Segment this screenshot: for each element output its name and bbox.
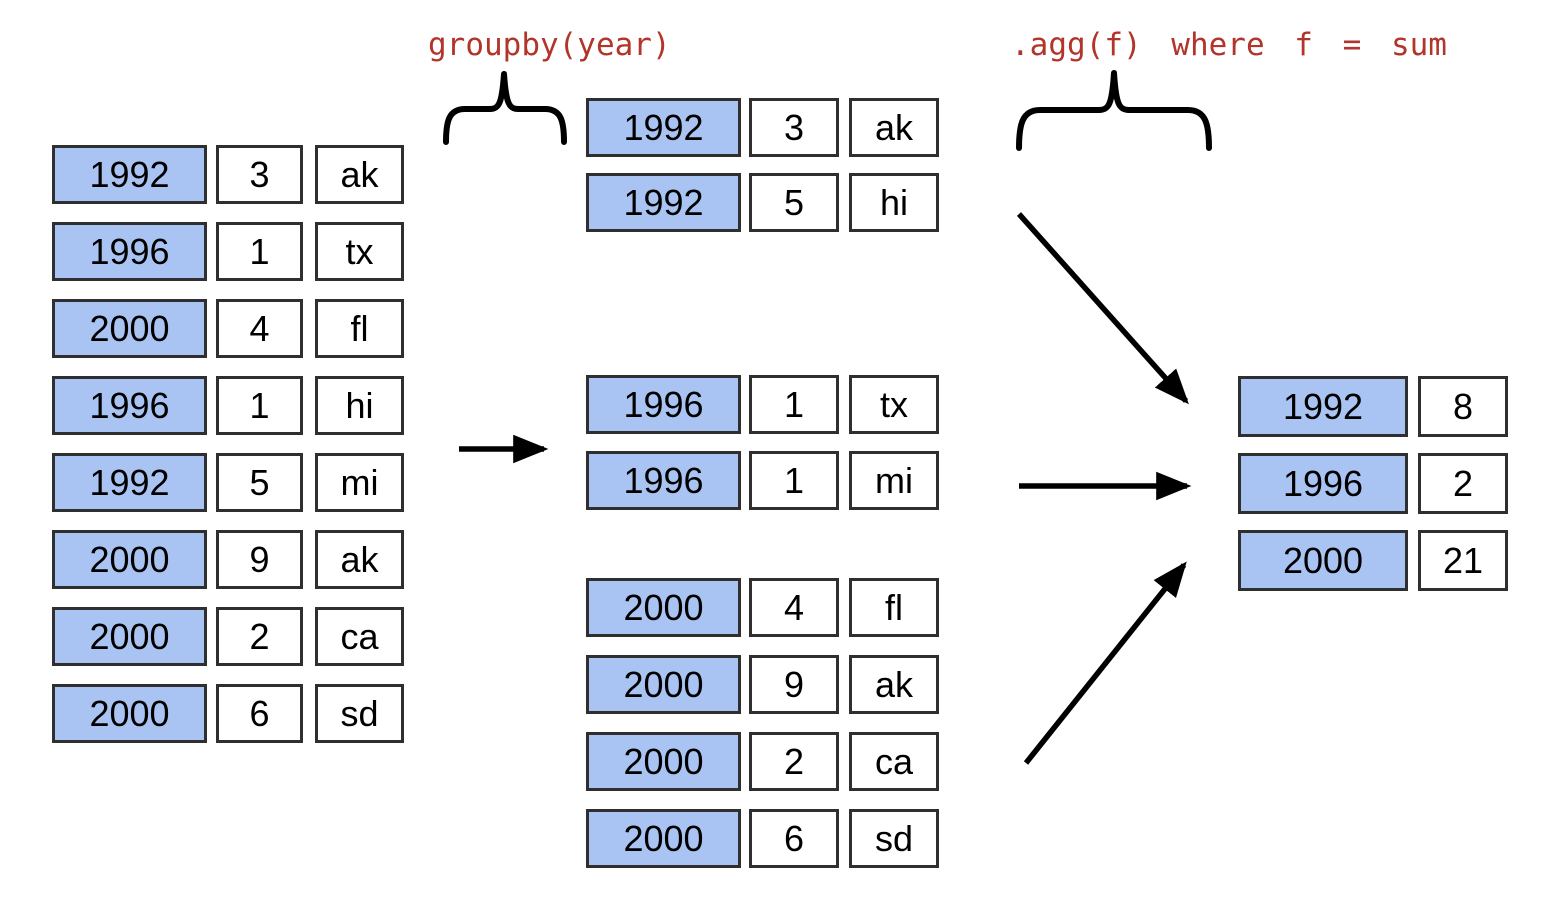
year-cell: 1996 (1238, 453, 1408, 514)
state-cell: sd (315, 684, 404, 743)
value-cell: 2 (216, 607, 303, 666)
value-cell: 5 (216, 453, 303, 512)
value-cell: 4 (216, 299, 303, 358)
source-table-row: 1996 1 tx (52, 222, 404, 281)
year-cell: 1992 (52, 145, 207, 204)
sum-cell: 2 (1418, 453, 1508, 514)
value-cell: 5 (749, 173, 839, 232)
year-cell: 2000 (586, 578, 741, 637)
state-cell: hi (849, 173, 939, 232)
year-cell: 2000 (52, 299, 207, 358)
state-cell: sd (849, 809, 939, 868)
value-cell: 1 (216, 376, 303, 435)
state-cell: ca (315, 607, 404, 666)
value-cell: 1 (749, 375, 839, 434)
group-2000-row: 2000 9 ak (586, 655, 939, 714)
state-cell: ak (849, 655, 939, 714)
year-cell: 1992 (586, 98, 741, 157)
agg-brace-icon (1016, 70, 1212, 151)
sum-cell: 21 (1418, 530, 1508, 591)
result-table-row: 1992 8 (1238, 376, 1508, 437)
source-table-row: 2000 4 fl (52, 299, 404, 358)
source-table-row: 1996 1 hi (52, 376, 404, 435)
value-cell: 6 (749, 809, 839, 868)
source-table-row: 1992 3 ak (52, 145, 404, 204)
state-cell: mi (849, 451, 939, 510)
agg-arrow-2000-icon (1023, 561, 1187, 765)
group-1992-row: 1992 3 ak (586, 98, 939, 157)
value-cell: 3 (749, 98, 839, 157)
source-table-row: 2000 9 ak (52, 530, 404, 589)
result-table-row: 2000 21 (1238, 530, 1508, 591)
source-table-row: 1992 5 mi (52, 453, 404, 512)
year-cell: 1996 (52, 222, 207, 281)
year-cell: 2000 (586, 732, 741, 791)
group-2000-row: 2000 6 sd (586, 809, 939, 868)
state-cell: ak (849, 98, 939, 157)
value-cell: 1 (749, 451, 839, 510)
year-cell: 2000 (52, 607, 207, 666)
year-cell: 2000 (586, 655, 741, 714)
year-cell: 2000 (52, 530, 207, 589)
state-cell: ak (315, 530, 404, 589)
year-cell: 1992 (1238, 376, 1408, 437)
year-cell: 2000 (586, 809, 741, 868)
state-cell: mi (315, 453, 404, 512)
value-cell: 9 (749, 655, 839, 714)
year-cell: 1996 (586, 375, 741, 434)
year-cell: 1992 (52, 453, 207, 512)
year-cell: 2000 (52, 684, 207, 743)
state-cell: fl (315, 299, 404, 358)
value-cell: 9 (216, 530, 303, 589)
groupby-brace-icon (443, 71, 567, 145)
state-cell: fl (849, 578, 939, 637)
group-1996-row: 1996 1 tx (586, 375, 939, 434)
source-table-row: 2000 2 ca (52, 607, 404, 666)
value-cell: 1 (216, 222, 303, 281)
group-2000-row: 2000 2 ca (586, 732, 939, 791)
state-cell: ca (849, 732, 939, 791)
value-cell: 3 (216, 145, 303, 204)
groupby-label: groupby(year) (428, 27, 671, 63)
state-cell: tx (849, 375, 939, 434)
year-cell: 1992 (586, 173, 741, 232)
year-cell: 2000 (1238, 530, 1408, 591)
source-table-row: 2000 6 sd (52, 684, 404, 743)
state-cell: tx (315, 222, 404, 281)
agg-arrow-1992-icon (1016, 212, 1189, 405)
value-cell: 4 (749, 578, 839, 637)
agg-label: .agg(f) where f = sum (1011, 27, 1447, 63)
value-cell: 2 (749, 732, 839, 791)
group-1996-row: 1996 1 mi (586, 451, 939, 510)
group-1992-row: 1992 5 hi (586, 173, 939, 232)
result-table-row: 1996 2 (1238, 453, 1508, 514)
year-cell: 1996 (586, 451, 741, 510)
group-2000-row: 2000 4 fl (586, 578, 939, 637)
value-cell: 6 (216, 684, 303, 743)
sum-cell: 8 (1418, 376, 1508, 437)
state-cell: ak (315, 145, 404, 204)
state-cell: hi (315, 376, 404, 435)
year-cell: 1996 (52, 376, 207, 435)
